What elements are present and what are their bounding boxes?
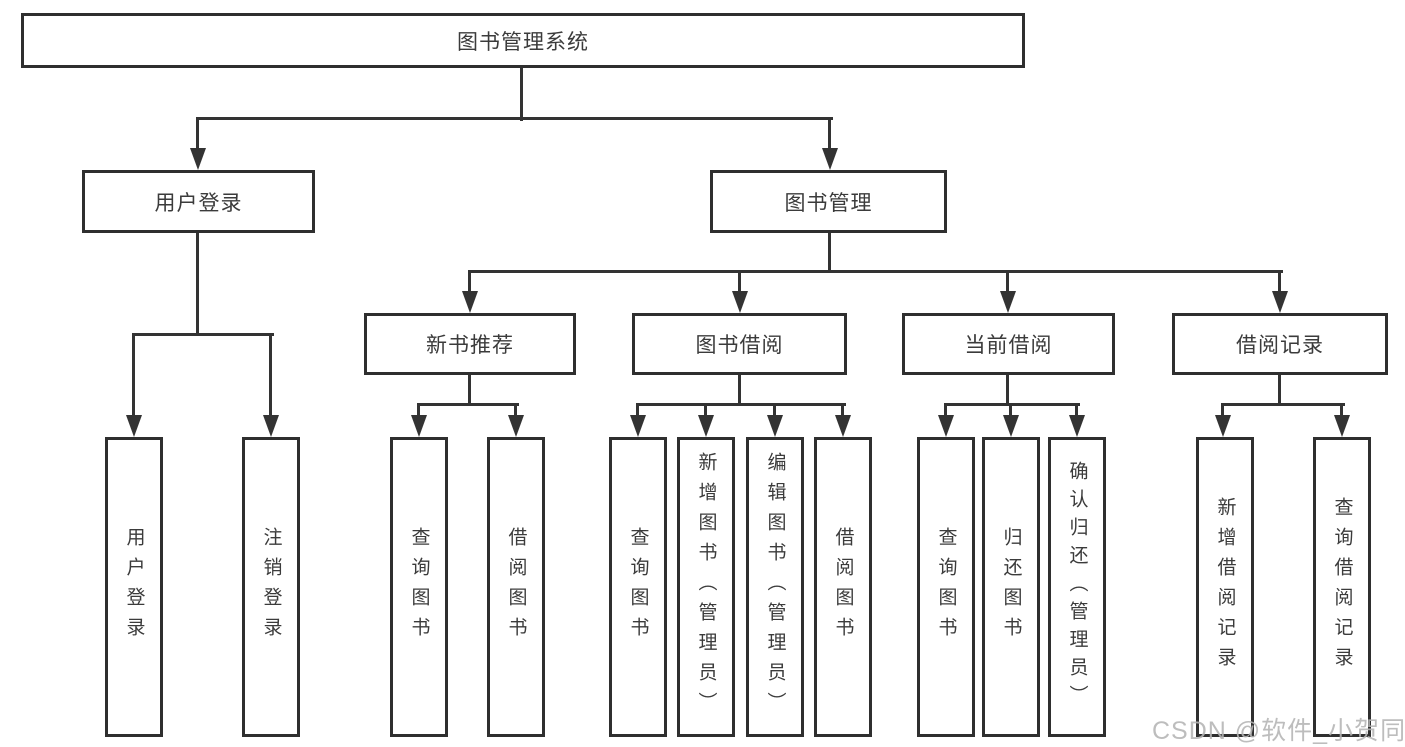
leaf-query-books-label: 查询图书	[408, 527, 430, 647]
node-current-borrow-label: 当前借阅	[964, 334, 1053, 357]
arrow-down-icon	[1215, 415, 1231, 437]
connector-line	[1221, 403, 1224, 419]
arrow-down-icon	[732, 291, 748, 313]
leaf-user-login: 用户登录	[105, 437, 163, 737]
arrow-down-icon	[1000, 291, 1016, 313]
node-borrow-records: 借阅记录	[1172, 313, 1388, 375]
csdn-watermark: CSDN @软件_小贺同学	[1152, 717, 1405, 745]
leaf-borrow-books: 借阅图书	[487, 437, 545, 737]
leaf-query-books: 查询图书	[390, 437, 448, 737]
arrow-down-icon	[1003, 415, 1019, 437]
connector-line	[944, 403, 947, 419]
connector-line	[132, 333, 135, 417]
connector-line	[269, 333, 272, 417]
arrow-down-icon	[1334, 415, 1350, 437]
leaf-return-book-label: 归还图书	[1000, 527, 1022, 647]
connector-line	[773, 403, 776, 419]
arrow-down-icon	[1272, 291, 1288, 313]
arrow-down-icon	[411, 415, 427, 437]
node-borrow-records-label: 借阅记录	[1236, 334, 1324, 357]
leaf-query-books: 查询图书	[917, 437, 975, 737]
connector-line	[636, 403, 846, 406]
connector-line	[944, 403, 1080, 406]
arrow-down-icon	[835, 415, 851, 437]
node-book-management-label: 图书管理	[784, 191, 873, 215]
connector-line	[196, 233, 199, 335]
connector-line	[1006, 270, 1009, 294]
leaf-user-login-label: 用户登录	[123, 527, 145, 647]
leaf-query-borrow-record-label: 查询借阅记录	[1331, 497, 1353, 677]
connector-line	[196, 117, 199, 153]
node-book-borrow-label: 图书借阅	[695, 334, 784, 357]
leaf-edit-book-admin-label: 编辑图书（管理员）	[764, 452, 786, 722]
arrow-down-icon	[190, 148, 206, 170]
connector-line	[1278, 270, 1281, 294]
connector-line	[1009, 403, 1012, 419]
leaf-borrow-books: 借阅图书	[814, 437, 872, 737]
connector-line	[1221, 403, 1345, 406]
connector-line	[1075, 403, 1078, 419]
leaf-add-borrow-record: 新增借阅记录	[1196, 437, 1254, 737]
leaf-query-books: 查询图书	[609, 437, 667, 737]
leaf-return-book: 归还图书	[982, 437, 1040, 737]
connector-line	[417, 403, 420, 419]
leaf-borrow-books-label: 借阅图书	[505, 527, 527, 647]
arrow-down-icon	[698, 415, 714, 437]
leaf-query-borrow-record: 查询借阅记录	[1313, 437, 1371, 737]
connector-line	[738, 375, 741, 405]
connector-line	[132, 333, 274, 336]
node-new-book-recommend: 新书推荐	[364, 313, 576, 375]
node-new-book-recommend-label: 新书推荐	[426, 334, 514, 357]
node-current-borrow: 当前借阅	[902, 313, 1115, 375]
connector-line	[196, 117, 833, 120]
connector-line	[1340, 403, 1343, 419]
arrow-down-icon	[1069, 415, 1085, 437]
leaf-confirm-return-admin: 确认归还（管理员）	[1048, 437, 1106, 737]
arrow-down-icon	[508, 415, 524, 437]
connector-line	[738, 270, 741, 294]
leaf-add-borrow-record-label: 新增借阅记录	[1214, 497, 1236, 677]
leaf-query-books-label: 查询图书	[935, 527, 957, 647]
connector-line	[841, 403, 844, 419]
arrow-down-icon	[630, 415, 646, 437]
connector-line	[468, 375, 471, 405]
connector-line	[828, 117, 831, 153]
node-user-login: 用户登录	[82, 170, 315, 233]
connector-line	[520, 68, 523, 121]
leaf-add-book-admin: 新增图书（管理员）	[677, 437, 735, 737]
connector-line	[417, 403, 519, 406]
connector-line	[828, 233, 831, 272]
leaf-borrow-books-label: 借阅图书	[832, 527, 854, 647]
node-user-login-label: 用户登录	[154, 191, 243, 215]
leaf-query-books-label: 查询图书	[627, 527, 649, 647]
leaf-confirm-return-admin-label: 确认归还（管理员）	[1066, 461, 1088, 713]
node-root: 图书管理系统	[21, 13, 1025, 68]
leaf-logout: 注销登录	[242, 437, 300, 737]
connector-line	[704, 403, 707, 419]
connector-line	[636, 403, 639, 419]
node-book-borrow: 图书借阅	[632, 313, 847, 375]
connector-line	[468, 270, 1283, 273]
node-root-label: 图书管理系统	[457, 30, 589, 54]
arrow-down-icon	[462, 291, 478, 313]
leaf-logout-label: 注销登录	[260, 527, 282, 647]
arrow-down-icon	[822, 148, 838, 170]
leaf-edit-book-admin: 编辑图书（管理员）	[746, 437, 804, 737]
connector-line	[1006, 375, 1009, 405]
connector-line	[1278, 375, 1281, 405]
connector-line	[514, 403, 517, 419]
leaf-add-book-admin-label: 新增图书（管理员）	[695, 452, 717, 722]
connector-line	[468, 270, 471, 294]
arrow-down-icon	[767, 415, 783, 437]
arrow-down-icon	[263, 415, 279, 437]
arrow-down-icon	[126, 415, 142, 437]
node-book-management: 图书管理	[710, 170, 947, 233]
arrow-down-icon	[938, 415, 954, 437]
